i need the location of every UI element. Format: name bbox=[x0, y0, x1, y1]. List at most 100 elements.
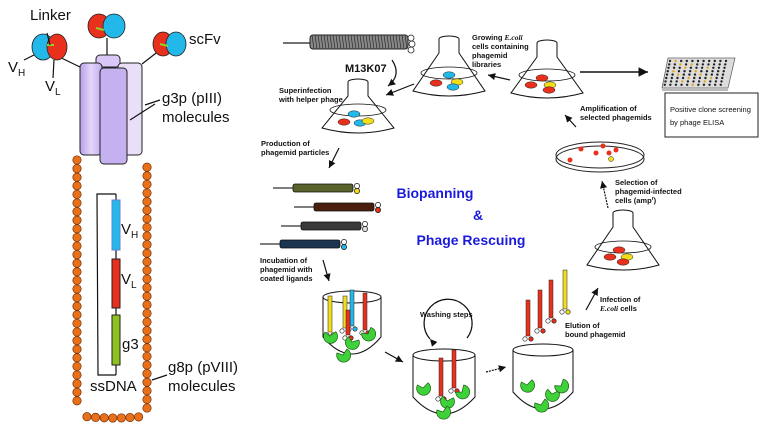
elisa-well bbox=[685, 59, 688, 63]
elisa-well bbox=[697, 80, 701, 83]
phagemid-tip bbox=[565, 309, 571, 315]
g8p-bead bbox=[142, 283, 152, 293]
growing-label-3: phagemid bbox=[472, 51, 508, 60]
flask-amplified bbox=[510, 39, 584, 99]
tube-rim bbox=[512, 343, 574, 357]
phage-structure: Linker VH VL scFv g3p (pIII) molecules V… bbox=[8, 7, 238, 423]
coil-stripe bbox=[383, 34, 387, 50]
elisa-well bbox=[689, 66, 693, 70]
phagemid-body bbox=[313, 202, 375, 212]
g8p-bead bbox=[142, 188, 152, 198]
g8p-bead bbox=[72, 353, 82, 363]
elisa-well bbox=[708, 59, 711, 63]
coated-ligand bbox=[520, 379, 535, 393]
genome-vl-label: VL bbox=[121, 271, 137, 291]
elisa-well bbox=[704, 76, 707, 80]
elisa-well bbox=[686, 80, 690, 83]
coil-stripe bbox=[317, 34, 321, 50]
g8p-coat-beads bbox=[72, 155, 152, 423]
amplification-label-2: selected phagemids bbox=[580, 113, 652, 122]
cycle-title-line1: Biopanning bbox=[397, 185, 474, 201]
washing-cycle-arrow bbox=[423, 298, 473, 347]
bacteria-cell bbox=[612, 246, 626, 254]
elisa-well bbox=[694, 70, 697, 73]
infection-label-2: E.coli cells bbox=[599, 304, 637, 313]
elisa-well bbox=[710, 73, 713, 76]
g3p-label-2: molecules bbox=[162, 109, 230, 126]
g8p-bead bbox=[72, 370, 82, 380]
coil-stripe bbox=[329, 34, 333, 50]
elisa-well bbox=[696, 59, 700, 63]
elisa-well bbox=[721, 73, 725, 76]
flask-liquid-line bbox=[518, 68, 576, 82]
g8p-bead bbox=[142, 274, 152, 284]
g8p-bead bbox=[142, 300, 152, 310]
elisa-well bbox=[716, 73, 719, 76]
phagemid-tip bbox=[534, 328, 540, 334]
elisa-well bbox=[673, 63, 677, 66]
elisa-well bbox=[699, 73, 702, 76]
elisa-well bbox=[675, 80, 678, 83]
phagemid-tip bbox=[545, 318, 551, 324]
coated-ligand bbox=[323, 331, 338, 344]
elisa-well bbox=[669, 83, 672, 87]
g8p-leader-line bbox=[151, 374, 168, 381]
g8p-bead bbox=[142, 231, 152, 241]
g8p-bead bbox=[108, 413, 118, 423]
g8p-bead bbox=[99, 413, 109, 423]
g8p-bead bbox=[72, 327, 82, 337]
g8p-bead bbox=[72, 379, 82, 389]
phagemid-head bbox=[354, 183, 360, 189]
g8p-bead bbox=[72, 181, 82, 191]
arrow-selection bbox=[600, 180, 609, 209]
coil-stripe bbox=[332, 34, 336, 50]
elisa-well bbox=[724, 63, 727, 66]
phagemid-head bbox=[362, 221, 368, 227]
arrow-to-production bbox=[328, 147, 340, 169]
phagemid-scfv bbox=[341, 244, 347, 250]
growing-label-2: cells containing bbox=[472, 42, 529, 51]
phagemid-tip bbox=[522, 336, 528, 342]
elisa-well bbox=[680, 83, 683, 87]
coil-stripe bbox=[341, 34, 345, 50]
screening-label-2: by phage ELISA bbox=[670, 118, 724, 127]
g8p-bead bbox=[72, 224, 82, 234]
coil-stripe bbox=[386, 34, 390, 50]
coil-stripe bbox=[380, 34, 384, 50]
elisa-well bbox=[693, 76, 696, 80]
g8p-bead bbox=[142, 326, 152, 336]
g8p-bead bbox=[72, 207, 82, 217]
selection-label-2: phagemid-infected bbox=[615, 187, 682, 196]
elisa-well bbox=[702, 59, 705, 63]
g8p-bead bbox=[142, 240, 152, 250]
coil-stripe bbox=[362, 34, 366, 50]
coil-stripe bbox=[353, 34, 357, 50]
g8p-bead bbox=[142, 214, 152, 224]
g8p-bead bbox=[72, 293, 82, 303]
phagemid-stick bbox=[451, 349, 457, 389]
g8p-bead bbox=[72, 310, 82, 320]
coil-stripe bbox=[359, 34, 363, 50]
phagemid-stick bbox=[362, 292, 368, 331]
flask-liquid-line bbox=[594, 240, 652, 254]
elisa-well bbox=[671, 73, 674, 76]
elisa-well bbox=[709, 80, 712, 83]
g8p-bead bbox=[72, 344, 82, 354]
g8p-bead bbox=[72, 250, 82, 260]
phagemid-stick bbox=[345, 309, 351, 336]
biopanning-cycle: M13K07 Superinfection with helper phage … bbox=[260, 33, 759, 420]
incubation-label-3: coated ligands bbox=[260, 274, 313, 283]
g8p-bead bbox=[72, 172, 82, 182]
coil-stripe bbox=[371, 34, 375, 50]
arrow-dish-to-amplified bbox=[564, 114, 577, 128]
elisa-well bbox=[670, 76, 674, 80]
elisa-well bbox=[676, 76, 679, 80]
incubation-label-1: Incubation of bbox=[260, 256, 308, 265]
phagemid-tip bbox=[352, 326, 358, 332]
phagemid-tip bbox=[551, 318, 557, 324]
flask-liquid-line bbox=[420, 66, 478, 80]
g8p-bead bbox=[72, 164, 82, 174]
phagemid-stick bbox=[562, 269, 568, 310]
g3p-label-1: g3p (pIII) bbox=[162, 90, 222, 107]
cycle-title-line2: & bbox=[473, 207, 483, 223]
